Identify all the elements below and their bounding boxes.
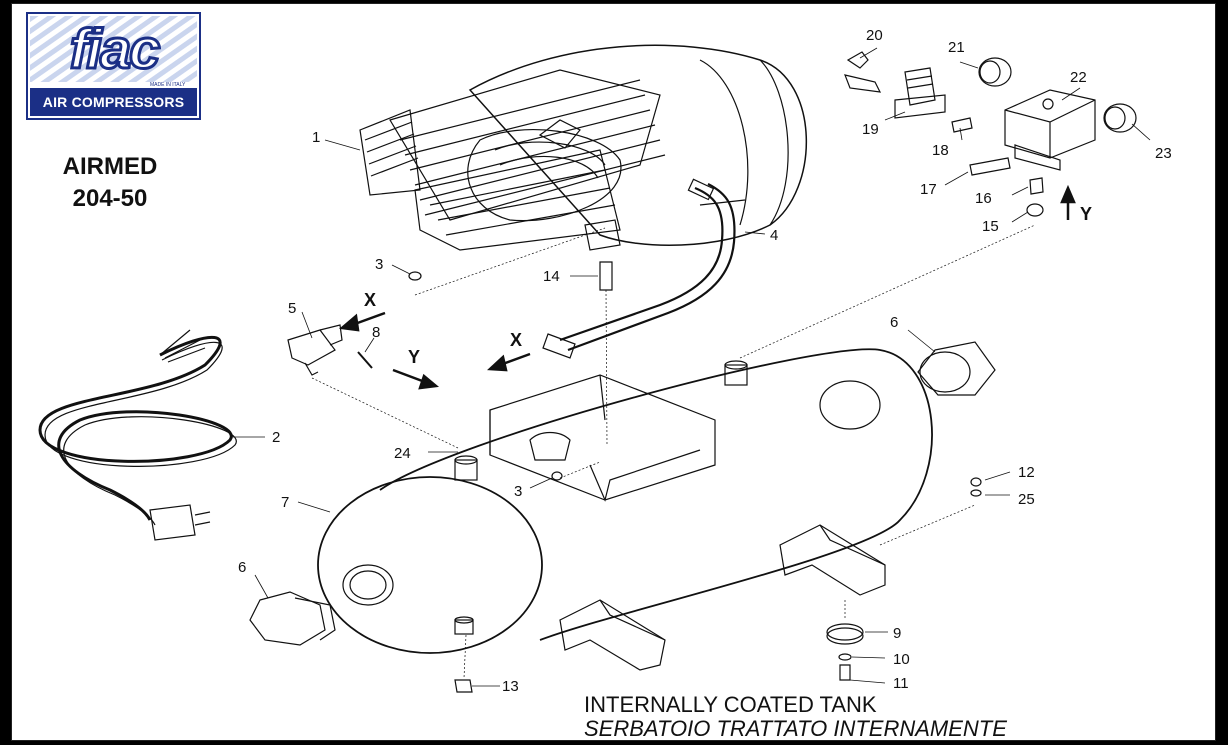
air-tank (317, 348, 933, 654)
callout-6-lower: 6 (238, 559, 246, 576)
callout-3-lower: 3 (514, 483, 522, 500)
small-fittings (599, 117, 1044, 291)
callout-4: 4 (770, 227, 778, 244)
callout-23: 23 (1155, 145, 1172, 162)
callout-14: 14 (543, 268, 560, 285)
callout-10: 10 (893, 651, 910, 668)
callout-16: 16 (975, 190, 992, 207)
rubber-foot (826, 623, 864, 645)
nuts-washers (408, 271, 982, 497)
foot-washer-bolt (838, 653, 852, 681)
tank-feet (559, 524, 886, 671)
arrow-label-y-right: Y (1080, 204, 1092, 224)
callout-1: 1 (312, 129, 320, 146)
delivery-pipe (542, 178, 746, 359)
callout-8: 8 (372, 324, 380, 341)
motor-pump-assembly (359, 44, 807, 251)
callout-9: 9 (893, 625, 901, 642)
tap-valve (844, 51, 882, 93)
model-number: 204-50 (72, 185, 148, 212)
brand-wordmark: fiac (70, 17, 160, 80)
callout-7: 7 (281, 494, 289, 511)
fiac-logo: fiac MADE IN ITALY AIR COMPRESSORS (26, 12, 201, 120)
callout-13: 13 (502, 678, 519, 695)
assembly-lines (311, 224, 1036, 679)
pressure-regulator (894, 67, 946, 119)
callout-20: 20 (866, 27, 883, 44)
arrow-x-upper (339, 311, 386, 332)
brand-tagline: AIR COMPRESSORS (30, 88, 197, 116)
tank-cap-lower (249, 591, 336, 646)
pressure-switch (1004, 89, 1096, 171)
drain-plug (454, 679, 473, 693)
callout-12: 12 (1018, 464, 1035, 481)
arrow-y-left (392, 368, 440, 390)
made-in-label: MADE IN ITALY (150, 82, 186, 88)
power-cord (38, 329, 237, 541)
fiac-wordmark-graphic: fiac (30, 16, 197, 82)
callout-2: 2 (272, 429, 280, 446)
callout-5: 5 (288, 300, 296, 317)
callout-19: 19 (862, 121, 879, 138)
callout-18: 18 (932, 142, 949, 159)
callout-25: 25 (1018, 491, 1035, 508)
leader-lines (232, 47, 1151, 687)
arrow-label-x-lower: X (510, 330, 522, 350)
callout-11: 11 (893, 675, 909, 692)
tank-cap-upper (917, 341, 996, 396)
callout-22: 22 (1070, 69, 1087, 86)
model-name: AIRMED (62, 153, 158, 180)
pump-bracket (489, 374, 716, 502)
pressure-gauge-23 (1103, 103, 1137, 133)
footer-italian: SERBATOIO TRATTATO INTERNAMENTE (584, 716, 1007, 741)
callout-21: 21 (948, 39, 965, 56)
callout-24: 24 (394, 445, 411, 462)
footer-english: INTERNALLY COATED TANK (584, 692, 877, 717)
arrow-x-lower (487, 352, 531, 372)
arrow-label-x-upper: X (364, 290, 376, 310)
callout-3-upper: 3 (375, 256, 383, 273)
callout-15: 15 (982, 218, 999, 235)
check-valve (287, 324, 373, 376)
callout-6-upper: 6 (890, 314, 898, 331)
arrow-y-right (1060, 184, 1076, 220)
callout-17: 17 (920, 181, 937, 198)
pressure-gauge-21 (978, 57, 1012, 87)
arrow-label-y-left: Y (408, 347, 420, 367)
